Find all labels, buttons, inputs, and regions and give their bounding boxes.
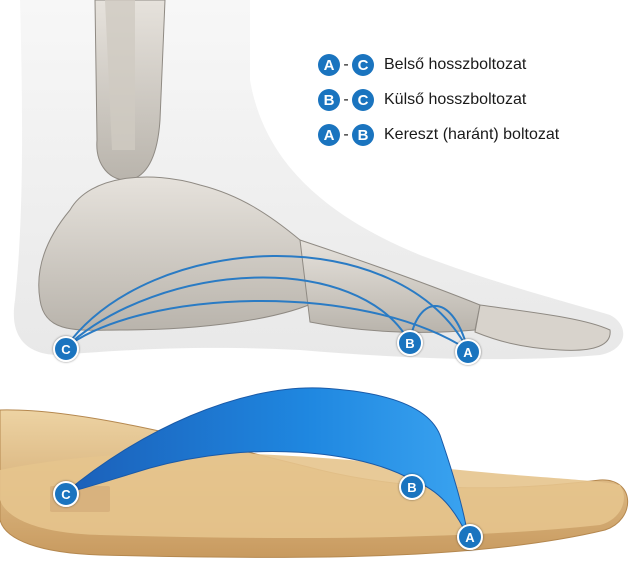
legend-dash: - xyxy=(340,56,352,74)
insole-point-c: C xyxy=(53,481,79,507)
insole-point-b: B xyxy=(399,474,425,500)
legend-label: Külső hosszboltozat xyxy=(384,91,526,109)
legend-to-badge: C xyxy=(352,54,374,76)
legend-from-badge: A xyxy=(318,124,340,146)
foot-point-c: C xyxy=(53,336,79,362)
legend: A - C Belső hosszboltozat B - C Külső ho… xyxy=(318,50,559,155)
legend-row-a-b: A - B Kereszt (haránt) boltozat xyxy=(318,120,559,150)
legend-dash: - xyxy=(340,126,352,144)
legend-label: Belső hosszboltozat xyxy=(384,56,526,74)
legend-dash: - xyxy=(340,91,352,109)
legend-from-badge: B xyxy=(318,89,340,111)
legend-to-badge: B xyxy=(352,124,374,146)
legend-label: Kereszt (haránt) boltozat xyxy=(384,126,559,144)
insole-point-a: A xyxy=(457,524,483,550)
legend-from-badge: A xyxy=(318,54,340,76)
legend-row-a-c: A - C Belső hosszboltozat xyxy=(318,50,559,80)
legend-to-badge: C xyxy=(352,89,374,111)
legend-row-b-c: B - C Külső hosszboltozat xyxy=(318,85,559,115)
foot-point-b: B xyxy=(397,330,423,356)
foot-point-a: A xyxy=(455,339,481,365)
